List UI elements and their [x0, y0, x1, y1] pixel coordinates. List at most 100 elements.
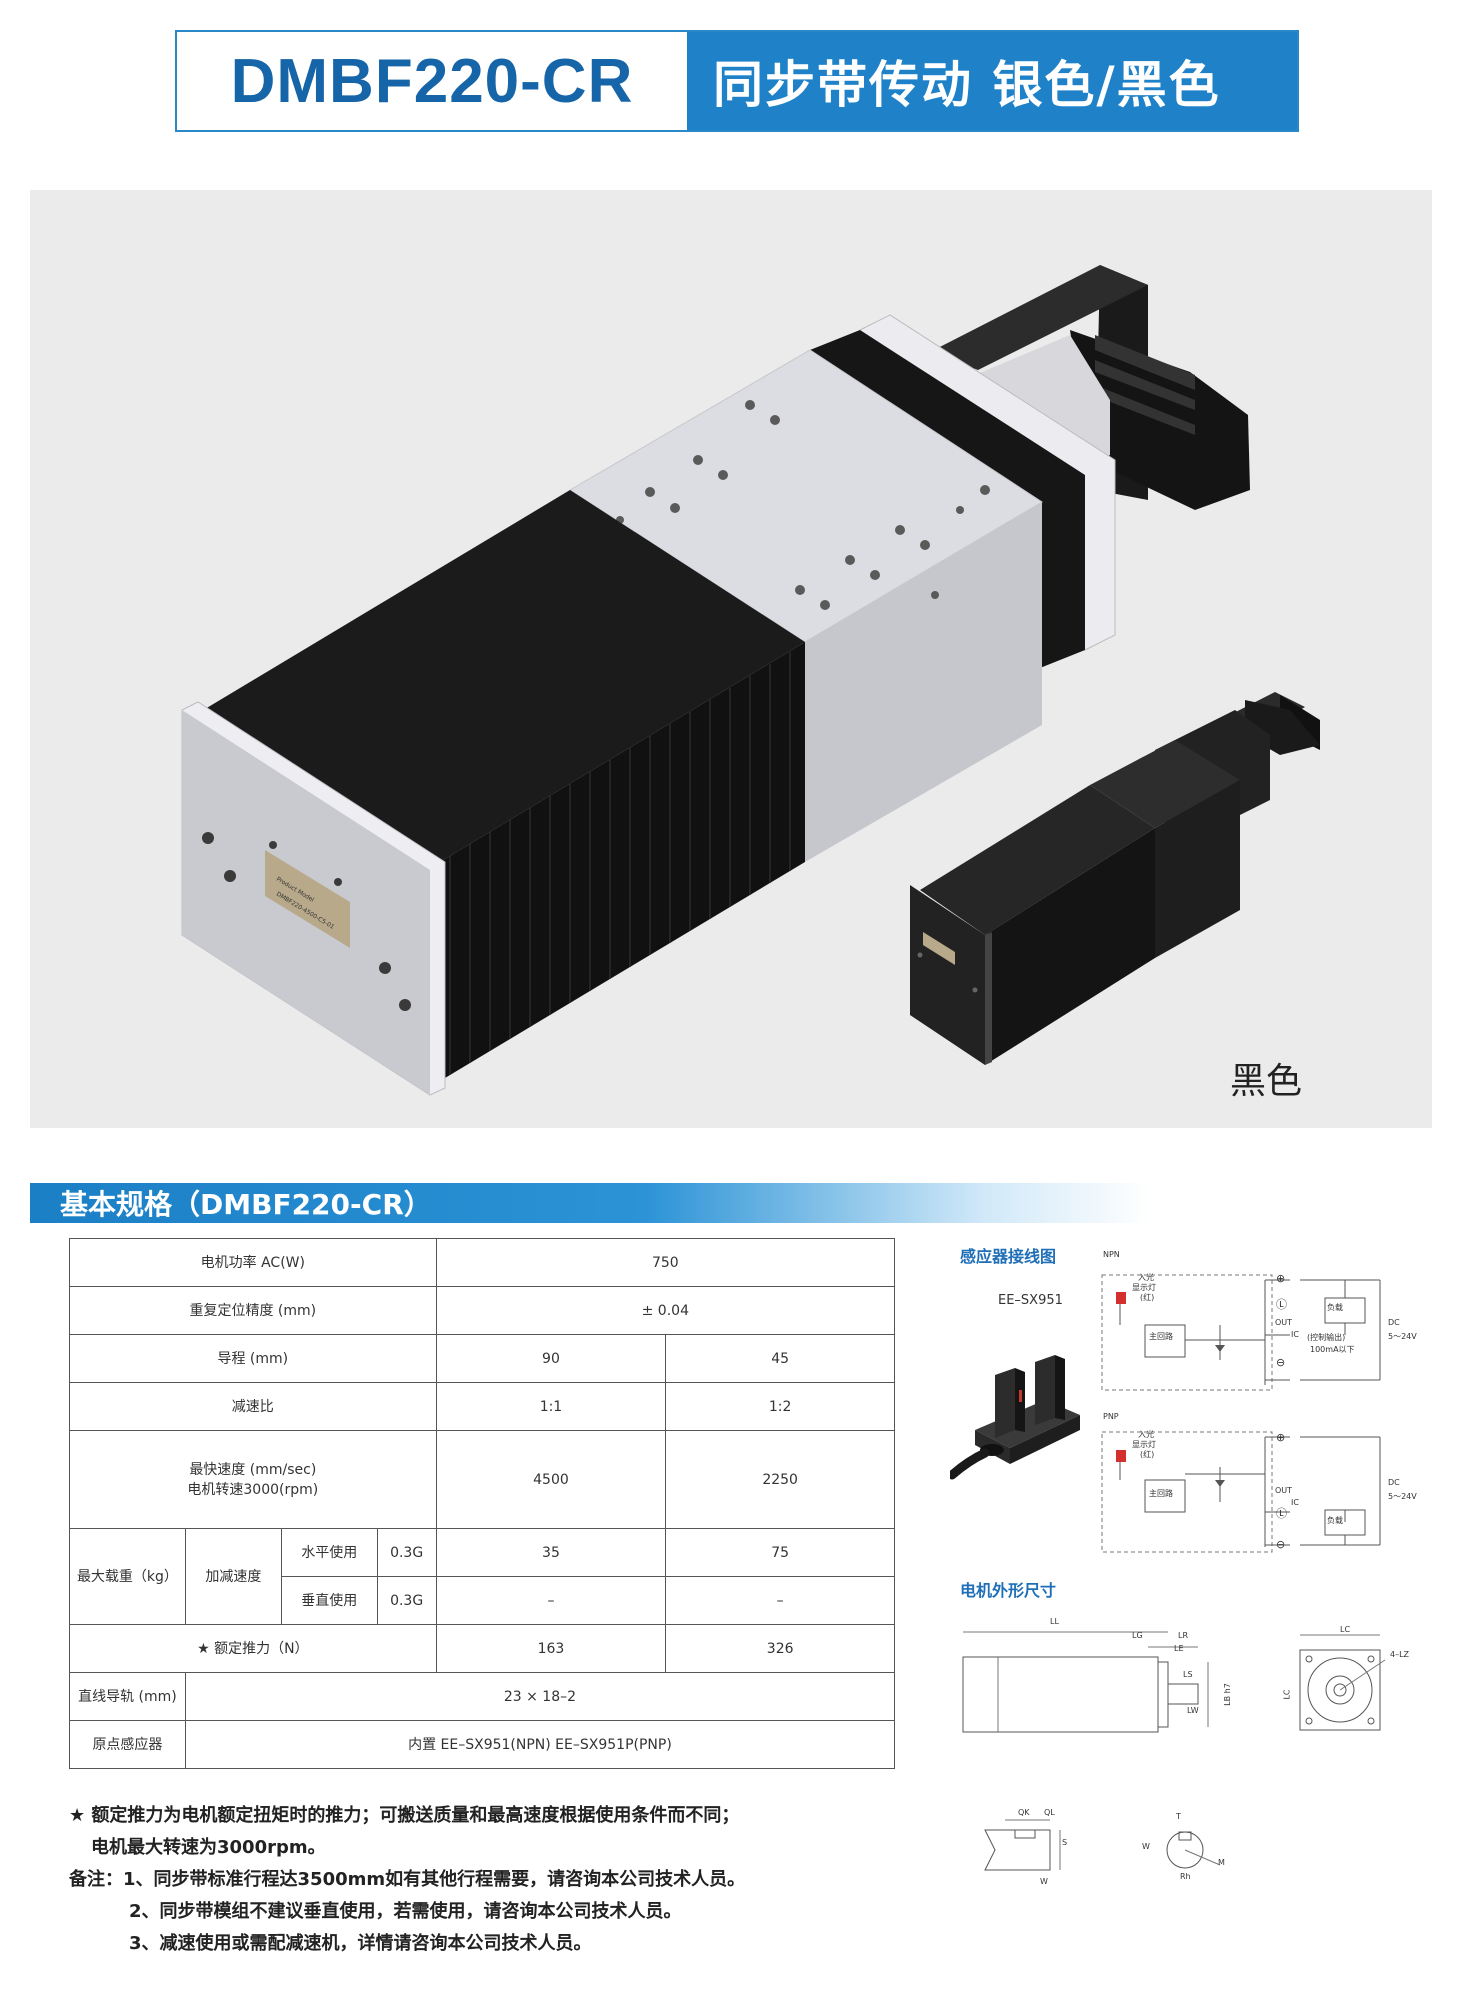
bellows-folds: [449, 652, 791, 1075]
spec-label: 直线导轨 (mm): [69, 1672, 186, 1721]
pnp-load: 负载: [1327, 1516, 1343, 1525]
dim-ql: QL: [1044, 1808, 1055, 1817]
table-row: 垂直使用 0.3G – –: [70, 1576, 895, 1625]
spec-label: 最快速度 (mm/sec) 电机转速3000(rpm): [69, 1430, 437, 1529]
pnp-dc: DC: [1388, 1478, 1400, 1487]
pnp-light-indicator-3: (红): [1140, 1450, 1155, 1459]
mounting-holes: [616, 400, 990, 610]
spec-label: 0.3G: [376, 1528, 437, 1577]
spec-value: 90: [435, 1334, 667, 1383]
spec-value: 4500: [435, 1430, 667, 1529]
black-variant-module: [910, 692, 1320, 1065]
product-subtitle: 同步带传动 银色/黑色: [687, 32, 1297, 130]
spec-value: 1:2: [665, 1382, 895, 1431]
dim-lc-side: LC: [1282, 1689, 1292, 1700]
npn-light-indicator-3: (红): [1140, 1293, 1155, 1302]
npn-dc: DC: [1388, 1318, 1400, 1327]
spec-value: 326: [665, 1624, 895, 1673]
table-row: 最大载重（kg） 加减速度 水平使用 0.3G 35 75: [69, 1528, 895, 1625]
bellows-side: [430, 642, 805, 1087]
dim-lw: LW: [1187, 1706, 1199, 1715]
speed-label-line-1: 最快速度 (mm/sec): [189, 1461, 317, 1478]
motor-front-view-drawing: [1299, 1634, 1386, 1731]
npn-ic: IC: [1291, 1330, 1299, 1339]
dim-ll: LL: [1050, 1617, 1059, 1626]
table-row: 重复定位精度 (mm) ± 0.04: [69, 1286, 896, 1335]
spec-value: ± 0.04: [435, 1286, 896, 1335]
dim-qk: QK: [1018, 1808, 1030, 1817]
linear-module-illustration: Product Model DMBF220-4500-C5-01: [181, 265, 1320, 1096]
npn-light-indicator-2: 显示灯: [1132, 1283, 1156, 1292]
note-line-1: 备注：1、同步带标准行程达3500mm如有其他行程需要，请咨询本公司技术人员。: [69, 1869, 746, 1890]
pnp-minus-terminal: ⊖: [1276, 1538, 1286, 1551]
npn-plus-terminal: ⊕: [1276, 1272, 1286, 1285]
pnp-label: PNP: [1103, 1412, 1119, 1421]
section-title-bar: 基本规格（DMBF220-CR）: [30, 1183, 1150, 1223]
spec-label: 垂直使用: [280, 1576, 378, 1625]
dim-4lz: 4–LZ: [1390, 1650, 1410, 1659]
dim-w-key: W: [1040, 1877, 1048, 1886]
dim-lc-top: LC: [1340, 1625, 1351, 1634]
bellows-top: [195, 490, 805, 868]
npn-control-output-1: (控制输出): [1307, 1333, 1346, 1342]
spec-label: 减速比: [69, 1382, 437, 1431]
dim-lr: LR: [1178, 1631, 1189, 1640]
spec-label: 重复定位精度 (mm): [69, 1286, 437, 1335]
dim-s: S: [1062, 1838, 1068, 1847]
note-line-2: 2、同步带模组不建议垂直使用，若需使用，请咨询本公司技术人员。: [129, 1901, 682, 1922]
spec-value: 23 × 18–2: [184, 1672, 896, 1721]
table-row: 直线导轨 (mm) 23 × 18–2: [69, 1672, 896, 1721]
spec-value: 35: [435, 1528, 667, 1577]
spec-value: 163: [435, 1624, 667, 1673]
dim-t: T: [1176, 1812, 1181, 1821]
spec-value: 750: [435, 1238, 896, 1287]
table-row: 最快速度 (mm/sec) 电机转速3000(rpm) 4500 2250: [69, 1430, 895, 1529]
pnp-circuit-diagram: [1101, 1431, 1381, 1553]
model-number: DMBF220-CR: [177, 32, 687, 130]
npn-light-indicator-1: 入光: [1138, 1273, 1154, 1282]
pnp-ic: IC: [1291, 1498, 1299, 1507]
table-row: 电机功率 AC(W) 750: [69, 1238, 896, 1287]
notes-block: ★ 额定推力为电机额定扭矩时的推力；可搬送质量和最高速度根据使用条件而不同； 电…: [69, 1800, 899, 1960]
product-image-panel: Product Model DMBF220-4500-C5-01: [30, 190, 1432, 1128]
sensor-wiring-title: 感应器接线图: [960, 1247, 1057, 1266]
pnp-light-indicator-2: 显示灯: [1132, 1440, 1156, 1449]
speed-label-line-2: 电机转速3000(rpm): [187, 1481, 319, 1498]
npn-minus-terminal: ⊖: [1276, 1356, 1286, 1369]
table-row: ★ 额定推力（N） 163 326: [69, 1624, 895, 1673]
spec-label: 原点感应器: [69, 1720, 186, 1769]
pnp-light-indicator-1: 入光: [1138, 1430, 1154, 1439]
dim-m: M: [1218, 1858, 1225, 1867]
spec-value: –: [435, 1576, 667, 1625]
note-line-3: 3、减速使用或需配减速机，详情请咨询本公司技术人员。: [129, 1933, 592, 1954]
spec-label: 0.3G: [376, 1576, 437, 1625]
dim-ls: LS: [1183, 1670, 1193, 1679]
nameplate: [265, 850, 350, 948]
spec-label: 电机功率 AC(W): [69, 1238, 437, 1287]
dim-rh: Rh: [1180, 1872, 1191, 1881]
note-star-line-2: 电机最大转速为3000rpm。: [91, 1837, 326, 1858]
pnp-main-circuit: 主回路: [1149, 1489, 1173, 1498]
npn-l-terminal: Ⓛ: [1276, 1298, 1287, 1311]
spec-value: –: [665, 1576, 895, 1625]
spec-label: 加减速度: [184, 1528, 282, 1625]
table-row: 原点感应器 内置 EE–SX951(NPN) EE–SX951P(PNP): [69, 1720, 896, 1769]
spec-value: 2250: [665, 1430, 895, 1529]
npn-control-output-2: 100mA以下: [1310, 1345, 1355, 1354]
dim-le: LE: [1174, 1644, 1184, 1653]
spec-value: 45: [665, 1334, 895, 1383]
npn-dc-range: 5～24V: [1388, 1332, 1417, 1341]
pnp-plus-terminal: ⊕: [1276, 1431, 1286, 1444]
npn-circuit-diagram: [1101, 1274, 1381, 1391]
npn-label: NPN: [1103, 1250, 1120, 1259]
npn-main-circuit: 主回路: [1149, 1332, 1173, 1341]
spec-value: 1:1: [435, 1382, 667, 1431]
photo-sensor-icon: [950, 1355, 1080, 1480]
black-variant-label: 黑色: [1230, 1061, 1303, 1102]
shaft-section-drawing: [1166, 1831, 1221, 1869]
motor-cover-side: [930, 265, 1148, 370]
table-row: 减速比 1:1 1:2: [69, 1382, 895, 1431]
spec-label: ★ 额定推力（N）: [69, 1624, 437, 1673]
motor-side-view-drawing: [962, 1631, 1209, 1733]
motor-dims-title: 电机外形尺寸: [960, 1581, 1057, 1600]
